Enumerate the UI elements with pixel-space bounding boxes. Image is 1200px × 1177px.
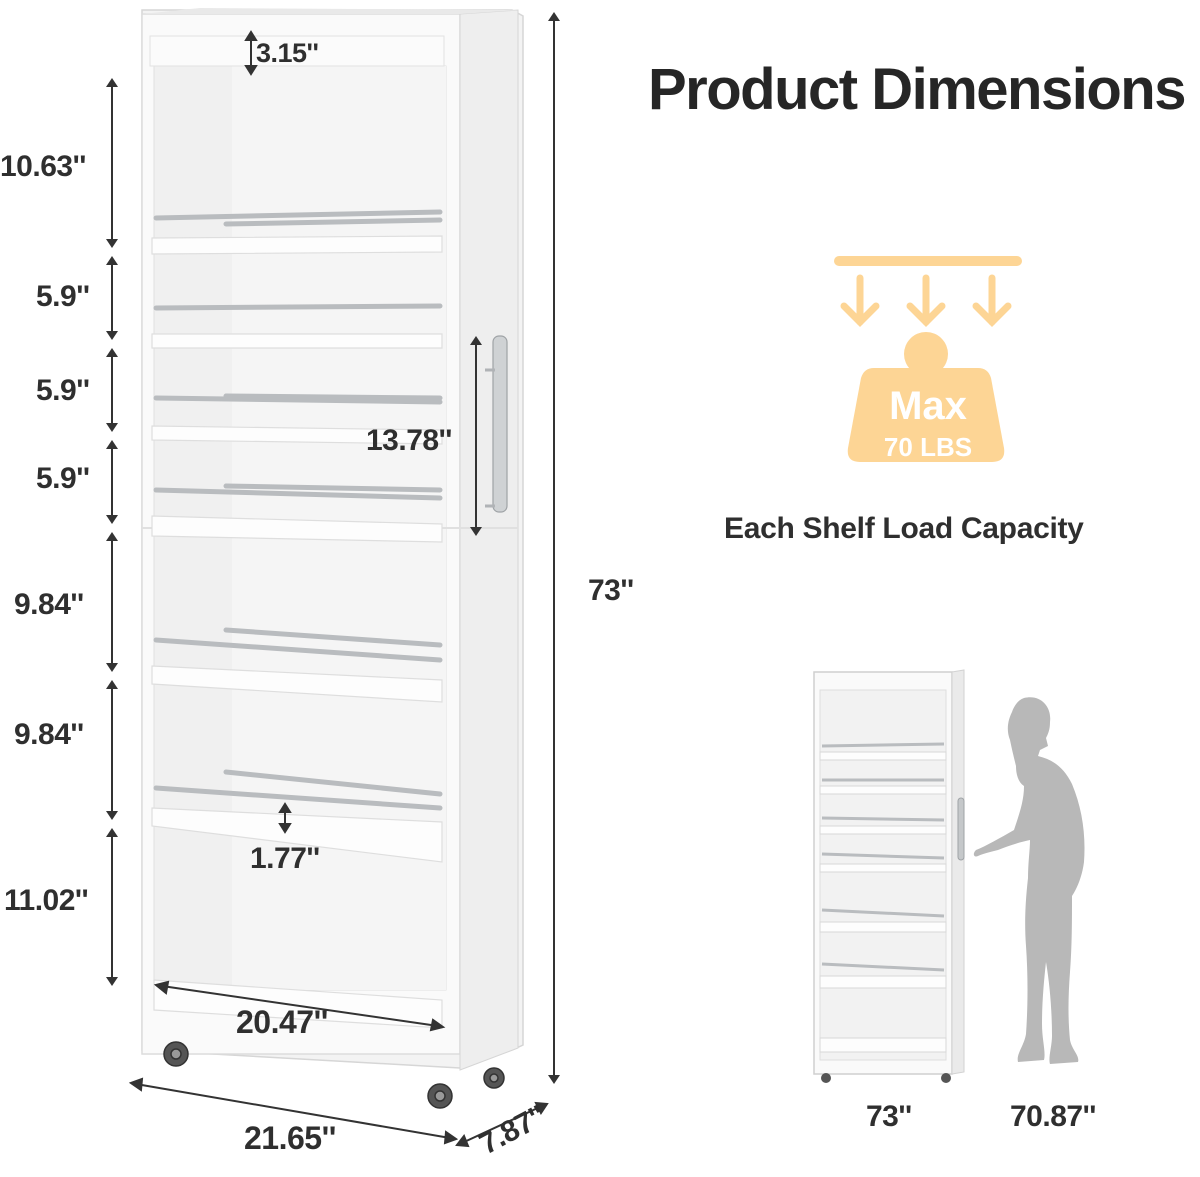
shelf-gap-label-7: 11.02''	[4, 884, 89, 917]
total-height-label: 73''	[588, 574, 634, 607]
casters	[163, 1041, 505, 1109]
shelf-gap-label-4: 5.9''	[36, 462, 90, 495]
dim-line-1	[106, 78, 118, 248]
shelves	[151, 235, 443, 1029]
inner-width-label: 20.47''	[236, 1004, 328, 1040]
width-label: 21.65''	[244, 1120, 336, 1156]
door-handle	[485, 335, 508, 513]
handle-length-line	[470, 336, 482, 536]
cabinet-height-label: 73''	[866, 1100, 912, 1133]
shelf-gap-label-6: 9.84''	[14, 718, 84, 751]
person-silhouette	[973, 697, 1085, 1064]
weight-load-icon	[834, 256, 1022, 462]
dim-line-3	[106, 348, 118, 432]
dim-line-7	[106, 828, 118, 986]
person-height-label: 70.87''	[1010, 1100, 1096, 1133]
shelf-gap-label-3: 5.9''	[36, 374, 90, 407]
total-height-line	[548, 12, 560, 1084]
cabinet-illustration	[128, 8, 549, 1148]
weight-limit-label: 70 LBS	[883, 432, 973, 462]
shelf-rails	[153, 209, 443, 811]
load-capacity-caption: Each Shelf Load Capacity	[724, 512, 1084, 545]
handle-length-label: 13.78''	[366, 424, 452, 457]
shelf-gap-label-5: 9.84''	[14, 588, 84, 621]
dim-line-2	[106, 256, 118, 340]
dim-line-4	[106, 440, 118, 524]
page-title: Product Dimensions	[648, 57, 1186, 122]
shelf-gap-label-2: 5.9''	[36, 280, 90, 313]
max-label: Max	[889, 384, 967, 428]
top-gap-label: 3.15''	[256, 38, 319, 68]
shelf-gap-label-1: 10.63''	[0, 150, 86, 183]
dim-line-5	[106, 532, 118, 672]
dim-line-6	[106, 680, 118, 820]
rail-height-label: 1.77''	[250, 842, 320, 875]
small-cabinet-illustration	[813, 669, 965, 1083]
